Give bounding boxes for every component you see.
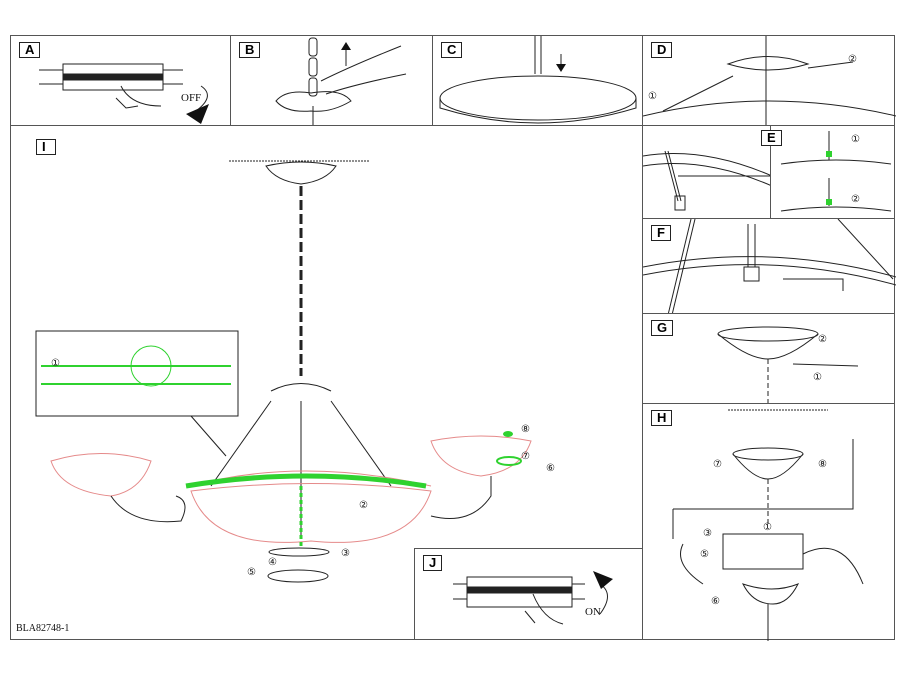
callout-7: ⑦ bbox=[521, 451, 530, 462]
callout-1: ① bbox=[51, 358, 60, 369]
callout-8: ⑧ bbox=[521, 424, 530, 435]
callout-4: ④ bbox=[268, 557, 277, 568]
step-g-panel: G ② ① bbox=[642, 313, 895, 405]
callout-6: ⑥ bbox=[546, 463, 555, 474]
step-g-label: G bbox=[651, 320, 674, 336]
step-a-panel: A OFF bbox=[10, 35, 231, 126]
callout-3: ③ bbox=[341, 548, 350, 559]
set-screw-illustration bbox=[643, 219, 896, 315]
callout-8: ⑧ bbox=[818, 459, 827, 470]
callout-2: ② bbox=[848, 54, 857, 65]
wiring-illustration bbox=[672, 409, 864, 641]
step-c-panel: C bbox=[432, 35, 643, 126]
step-f-label: F bbox=[651, 225, 671, 241]
step-d-panel: D ① ② bbox=[642, 35, 896, 127]
callout-6: ⑥ bbox=[711, 596, 720, 607]
callout-2: ② bbox=[851, 194, 860, 205]
rod-detail-illustration bbox=[643, 150, 772, 211]
step-d-detail-panel bbox=[642, 125, 772, 219]
callout-7: ⑦ bbox=[713, 459, 722, 470]
step-b-panel: B bbox=[230, 35, 433, 127]
step-e-label: E bbox=[761, 130, 782, 146]
callout-1: ① bbox=[851, 134, 860, 145]
off-text: OFF bbox=[181, 92, 202, 104]
callout-2: ② bbox=[359, 500, 368, 511]
callout-3: ③ bbox=[703, 528, 712, 539]
step-j-label: J bbox=[423, 555, 443, 571]
breaker-off-illustration bbox=[39, 63, 209, 124]
step-h-label: H bbox=[651, 410, 673, 426]
step-e-panel: E ① ② bbox=[761, 125, 895, 219]
callout-5: ⑤ bbox=[700, 549, 709, 560]
callout-5: ⑤ bbox=[247, 567, 256, 578]
callout-2: ② bbox=[818, 334, 827, 345]
callout-1: ① bbox=[813, 372, 822, 383]
model-number: BLA82748-1 bbox=[16, 623, 70, 634]
step-i-label: I bbox=[36, 139, 56, 155]
canopy-screw-illustration bbox=[643, 36, 896, 127]
canopy-lower-illustration bbox=[439, 36, 637, 124]
canopy-release-illustration bbox=[275, 37, 407, 127]
step-j-panel: J ON bbox=[414, 548, 643, 640]
breaker-on-illustration bbox=[453, 571, 613, 625]
step-d-label: D bbox=[651, 42, 673, 58]
step-h-panel: H ① ③ ⑤ ⑥ ⑦ ⑧ bbox=[642, 403, 895, 641]
chandelier-assembly-illustration bbox=[35, 160, 532, 583]
on-text: ON bbox=[585, 606, 601, 618]
step-f-panel: F bbox=[642, 218, 896, 315]
canopy-chain-illustration bbox=[717, 326, 859, 405]
callout-1: ① bbox=[648, 91, 657, 102]
callout-1: ① bbox=[763, 522, 772, 533]
step-a-label: A bbox=[19, 42, 41, 58]
step-b-label: B bbox=[239, 42, 261, 58]
rod-connect-illustration bbox=[780, 131, 892, 212]
step-c-label: C bbox=[441, 42, 463, 58]
